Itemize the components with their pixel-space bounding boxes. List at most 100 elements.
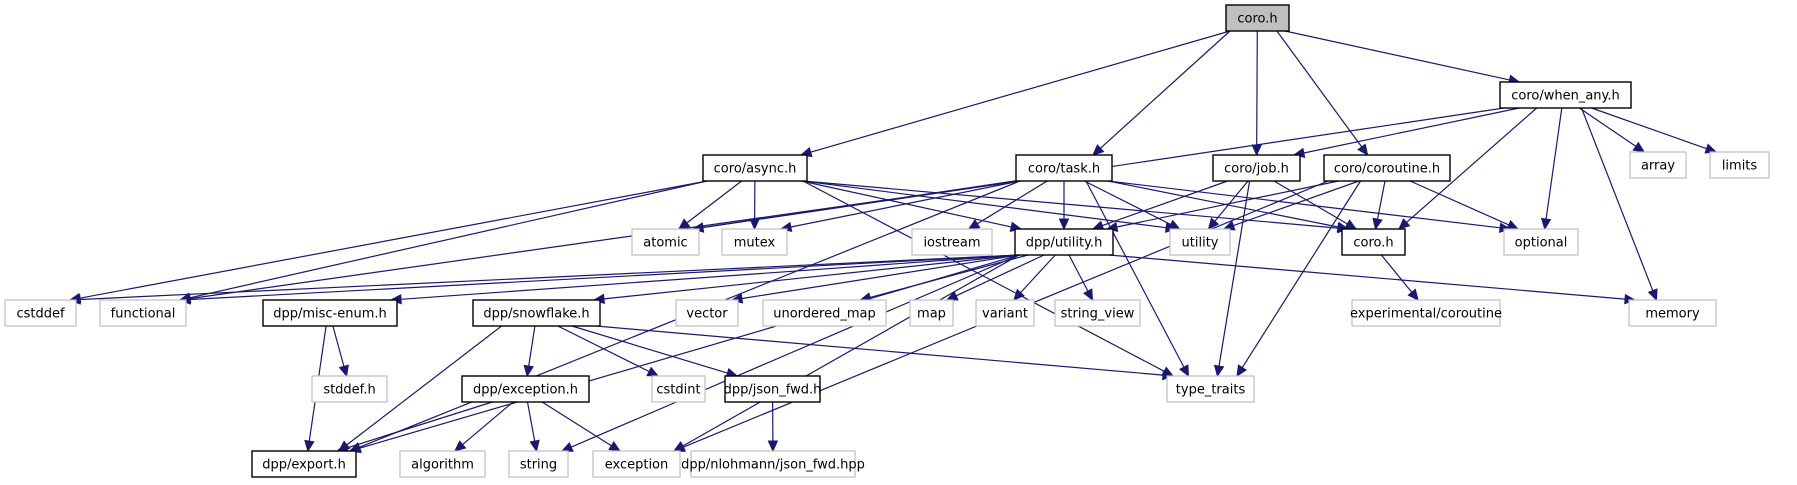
node-box — [1054, 299, 1141, 327]
edge-exception_h-to-exception — [541, 401, 621, 452]
node-label: array — [1641, 159, 1675, 174]
node-label: dpp/nlohmann/json_fwd.hpp — [681, 458, 865, 473]
edge-line — [1084, 180, 1171, 226]
edge-when_any-to-job — [1292, 107, 1520, 159]
edge-coroutine-to-coro2 — [1372, 180, 1386, 231]
node-box — [508, 450, 569, 478]
edge-root-to-when_any — [1284, 30, 1521, 85]
edge-line — [1241, 180, 1362, 368]
edge-line — [571, 325, 728, 374]
edge-utility_h-to-memory — [1108, 254, 1637, 305]
edge-job-to-utility_h — [1091, 180, 1228, 231]
node-label: stddef.h — [323, 383, 375, 398]
node-vector: vector — [675, 299, 739, 327]
node-coroutine[interactable]: coro/coroutine.h — [1323, 154, 1451, 182]
node-box — [1503, 228, 1579, 256]
arrowhead-icon — [1236, 364, 1248, 378]
edge-exception_h-to-export — [336, 401, 493, 453]
edge-line — [1580, 107, 1654, 291]
node-json-fwd[interactable]: dpp/json_fwd.h — [724, 375, 822, 403]
edge-root-to-task — [1092, 30, 1231, 156]
edge-utility_h-to-exception — [672, 254, 1020, 452]
node-box — [1629, 151, 1687, 179]
edge-line — [1116, 180, 1339, 228]
edge-line — [1303, 107, 1520, 154]
arrowhead-icon — [672, 441, 686, 452]
node-limits: limits — [1709, 151, 1770, 179]
node-label: cstddef — [16, 307, 65, 322]
arrowhead-icon — [1058, 218, 1070, 231]
arrowhead-icon — [1092, 144, 1105, 156]
node-misc-enum[interactable]: dpp/misc-enum.h — [262, 299, 398, 327]
node-map: map — [909, 299, 954, 327]
node-mutex: mutex — [721, 228, 788, 256]
edge-line — [1107, 180, 1339, 228]
edge-line — [1276, 30, 1363, 148]
arrowhead-icon — [453, 440, 467, 452]
node-exp-coroutine: experimental/coroutine — [1350, 299, 1502, 327]
arrowhead-icon — [304, 439, 315, 453]
node-label: exception — [605, 458, 669, 473]
edge-line — [1102, 180, 1228, 227]
node-box — [461, 375, 590, 403]
edge-line — [802, 180, 1339, 229]
node-exception-h[interactable]: dpp/exception.h — [461, 375, 590, 403]
node-label: type_traits — [1176, 383, 1246, 398]
node-box — [1709, 151, 1770, 179]
edge-line — [802, 180, 1165, 372]
node-box — [262, 299, 398, 327]
arrowhead-icon — [529, 439, 540, 453]
node-box — [1341, 228, 1406, 256]
arrowhead-icon — [1506, 219, 1520, 230]
edge-root-to-job — [1251, 30, 1262, 157]
node-job[interactable]: coro/job.h — [1212, 154, 1301, 182]
node-cstdint: cstdint — [651, 375, 706, 403]
edge-line — [570, 254, 1020, 448]
edge-line — [802, 180, 1167, 229]
node-box — [909, 299, 954, 327]
arrowhead-icon — [608, 440, 621, 452]
node-snowflake[interactable]: dpp/snowflake.h — [472, 299, 601, 327]
edge-line — [526, 401, 536, 442]
edge-utility_h-to-variant — [1013, 254, 1056, 301]
arrowhead-icon — [1372, 217, 1383, 231]
node-task[interactable]: coro/task.h — [1015, 154, 1113, 182]
edge-task-to-atomic — [691, 180, 1021, 233]
edge-job-to-type_traits — [1213, 180, 1251, 378]
node-coro2[interactable]: coro.h — [1341, 228, 1406, 256]
node-box — [721, 228, 788, 256]
node-box — [762, 299, 887, 327]
node-label: string_view — [1061, 307, 1135, 322]
edge-line — [1273, 180, 1348, 225]
edge-line — [1406, 107, 1538, 223]
node-box — [651, 375, 706, 403]
edge-async-to-mutex — [749, 180, 760, 231]
edge-exception_h-to-string — [526, 401, 540, 453]
edge-utility_h-to-string — [560, 254, 1020, 452]
node-label: iostream — [923, 236, 980, 251]
edge-line — [1380, 254, 1413, 293]
node-unordered-map: unordered_map — [762, 299, 887, 327]
edge-line — [1099, 30, 1231, 149]
node-type-traits: type_traits — [1166, 375, 1255, 403]
node-box — [1323, 154, 1451, 182]
edge-line — [1591, 107, 1707, 150]
node-box — [1628, 299, 1717, 327]
edge-line — [1579, 107, 1637, 147]
node-label: variant — [982, 307, 1028, 322]
node-box — [1015, 154, 1113, 182]
node-when-any[interactable]: coro/when_any.h — [1499, 81, 1632, 109]
edge-line — [976, 180, 1048, 225]
edge-line — [541, 401, 612, 447]
node-box — [1225, 4, 1290, 32]
edge-line — [1107, 180, 1501, 229]
arrowhead-icon — [646, 366, 660, 377]
edge-coro2-to-exp_coroutine — [1380, 254, 1419, 301]
edge-when_any-to-memory — [1580, 107, 1658, 302]
node-atomic: atomic — [631, 228, 700, 256]
node-async[interactable]: coro/async.h — [702, 154, 808, 182]
node-export[interactable]: dpp/export.h — [251, 450, 357, 478]
arrowhead-icon — [677, 218, 691, 230]
edge-coroutine-to-type_traits — [1236, 180, 1362, 378]
node-utility-h[interactable]: dpp/utility.h — [1014, 228, 1114, 256]
